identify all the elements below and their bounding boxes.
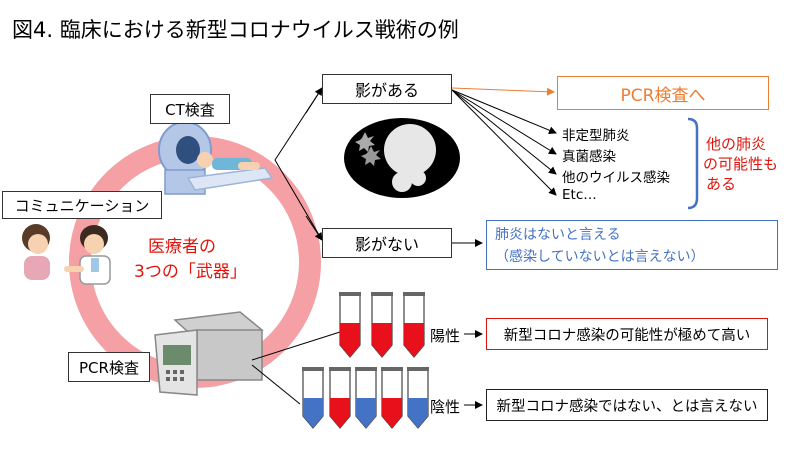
no-pneumonia-line1: 肺炎はないと言える [495, 227, 621, 243]
negative-label: 陰性 [430, 398, 461, 416]
negative-result-label: 新型コロナ感染ではない、とは言えない [496, 398, 758, 415]
differential-item-1: 非定型肺炎 [562, 128, 630, 144]
positive-result-box: 新型コロナ感染の可能性が極めて高い [486, 318, 768, 350]
positive-tubes [339, 292, 425, 358]
center-label-line2: 3つの「武器」 [134, 262, 247, 282]
shadow-absent-label: 影がない [354, 235, 419, 254]
differential-item-2: 真菌感染 [562, 149, 616, 165]
ct-exam-box: CT検査 [150, 94, 230, 124]
page-title: 図4. 臨床における新型コロナウイルス戦術の例 [12, 18, 459, 42]
shadow-present-box: 影がある [322, 74, 452, 104]
no-pneumonia-line2: （感染していないとは言えない） [495, 249, 705, 265]
other-pneumonia-line2: の可能性も [703, 155, 779, 173]
communication-box: コミュニケーション [2, 191, 162, 219]
ct-exam-label: CT検査 [165, 100, 215, 119]
pcr-next-box: PCR検査へ [557, 76, 769, 110]
ct-scanner-icon [158, 121, 274, 195]
differential-item-4: Etc… [562, 187, 597, 203]
other-pneumonia-line3: ある [706, 175, 737, 193]
pcr-line-positive [251, 331, 341, 361]
pcr-exam-label: PCR検査 [79, 358, 139, 377]
positive-label: 陽性 [430, 327, 461, 345]
differential-item-3: 他のウイルス感染 [562, 170, 670, 186]
people-icon [22, 224, 111, 285]
other-pneumonia-line1: 他の肺炎 [706, 135, 767, 153]
communication-label: コミュニケーション [14, 196, 150, 215]
ct-lung-image [344, 118, 460, 198]
negative-tubes [302, 367, 429, 429]
pcr-machine-icon [154, 311, 264, 396]
negative-result-box: 新型コロナ感染ではない、とは言えない [486, 389, 768, 421]
positive-result-label: 新型コロナ感染の可能性が極めて高い [503, 327, 751, 344]
shadow-absent-box: 影がない [322, 228, 452, 258]
differential-bracket [687, 117, 699, 210]
pcr-next-label: PCR検査へ [620, 85, 706, 106]
pcr-exam-box: PCR検査 [68, 352, 150, 382]
differential-arrows [451, 89, 557, 196]
no-pneumonia-box: 肺炎はないと言える （感染していないとは言えない） [486, 220, 778, 270]
pcr-line-negative [251, 364, 301, 405]
center-label-line1: 医療者の [148, 237, 216, 257]
arrow-to-pcr [451, 87, 555, 96]
shadow-present-label: 影がある [354, 81, 419, 100]
